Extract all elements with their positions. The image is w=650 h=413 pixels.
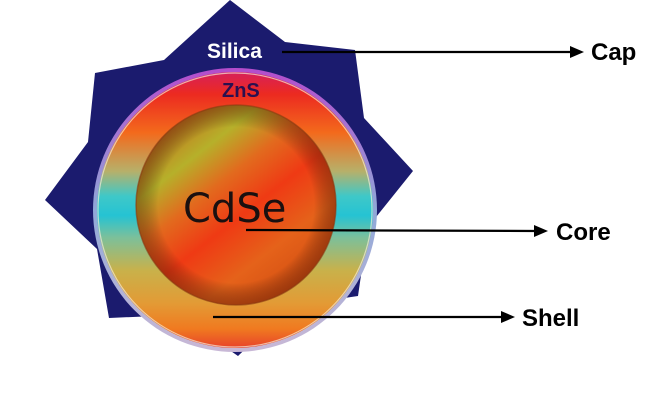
cdse-label: CdSe [183, 186, 286, 232]
silica-label: Silica [207, 40, 262, 63]
core-callout-label: Core [556, 219, 611, 246]
core-callout-arrow [245, 225, 548, 237]
cap-callout-arrow [282, 46, 584, 58]
zns-label: ZnS [222, 80, 260, 102]
cdse-core-shading [136, 105, 336, 305]
cap-callout-label: Cap [591, 39, 636, 66]
shell-callout-arrow [213, 311, 515, 323]
core-outline [135, 104, 337, 306]
shell-callout-label: Shell [522, 305, 579, 332]
shell-ring-inner-edge [97, 72, 373, 348]
